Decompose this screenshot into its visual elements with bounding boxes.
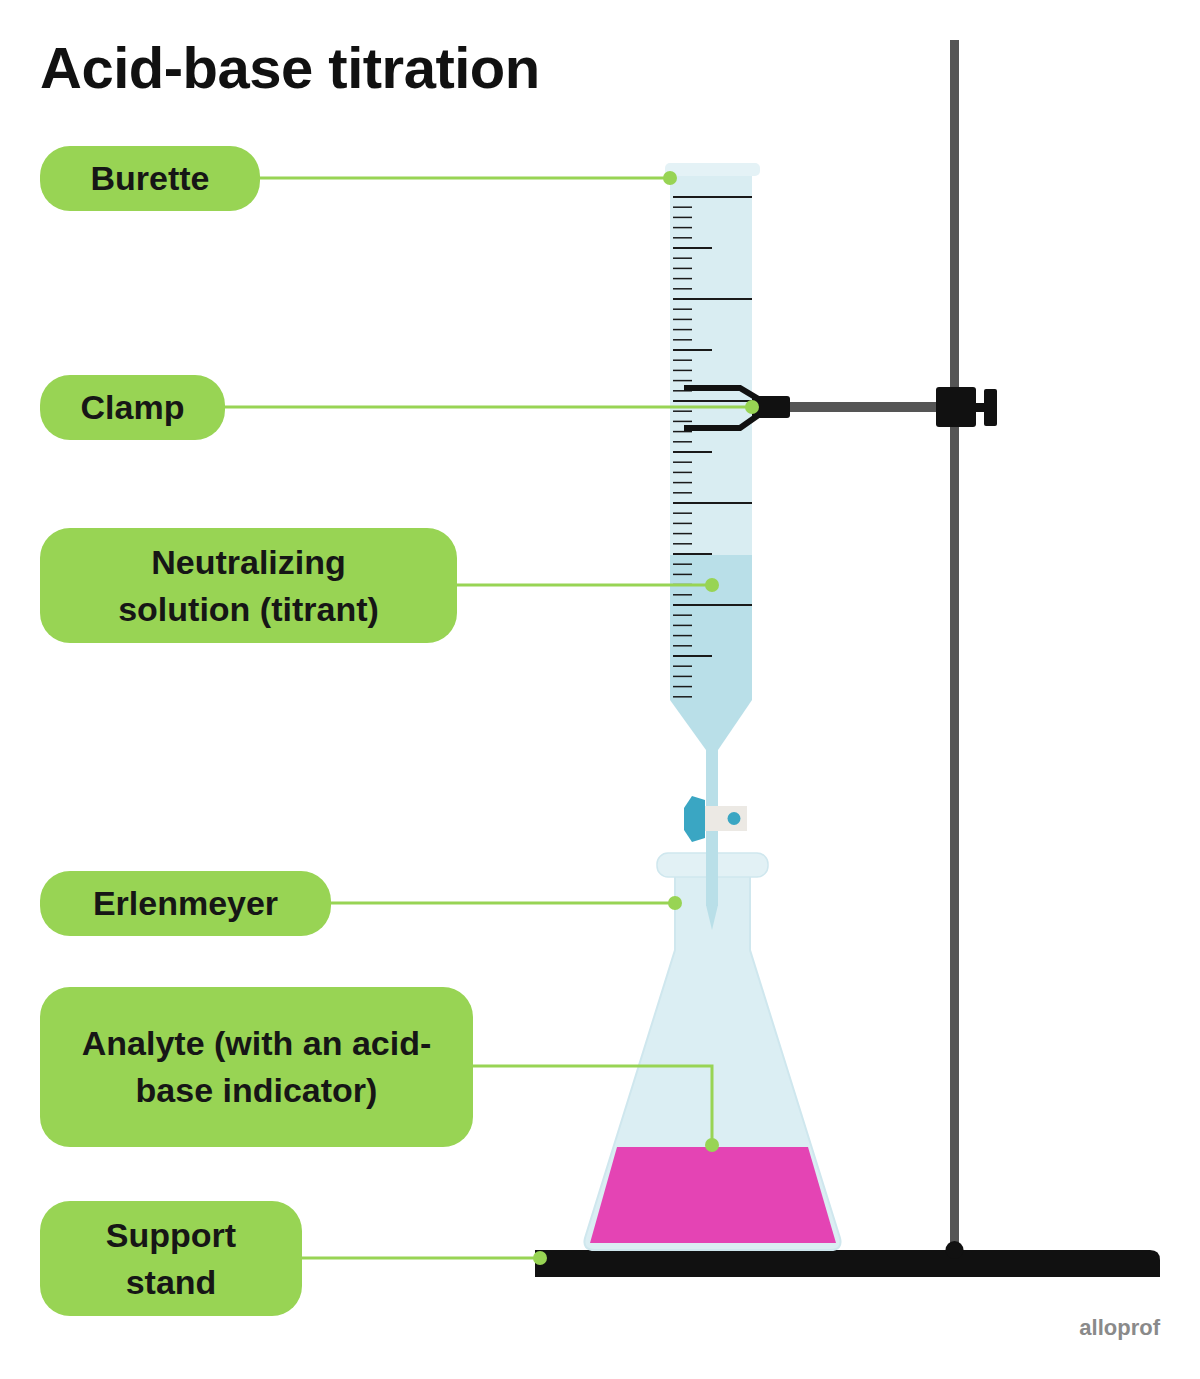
scale-tick: [673, 268, 692, 270]
scale-tick: [673, 492, 692, 494]
label-pill: Neutralizing solution (titrant): [40, 528, 457, 643]
label-pill: Analyte (with an acid-base indicator): [40, 987, 473, 1147]
boss-screw-stem: [976, 403, 985, 412]
scale-tick: [673, 655, 712, 657]
boss-screw: [984, 389, 997, 426]
leader-line: [320, 902, 675, 905]
label-text: Clamp: [81, 384, 185, 431]
scale-tick: [673, 431, 692, 433]
scale-tick: [673, 349, 712, 351]
watermark: alloprof: [1079, 1315, 1160, 1341]
scale-tick: [673, 421, 692, 423]
scale-tick: [673, 665, 692, 667]
scale-tick: [673, 482, 692, 484]
rod-foot: [946, 1241, 964, 1259]
scale-tick: [673, 206, 692, 208]
titrant-liquid: [670, 555, 752, 700]
stopcock-handle: [684, 796, 705, 842]
label-text: Analyte (with an acid-base indicator): [67, 1020, 447, 1114]
scale-tick: [673, 574, 692, 576]
scale-tick: [673, 635, 692, 637]
scale-tick: [673, 196, 752, 198]
scale-tick: [673, 523, 692, 525]
scale-tick: [673, 227, 692, 229]
scale-tick: [673, 339, 692, 341]
scale-tick: [673, 451, 712, 453]
stand-rod: [950, 40, 959, 1255]
burette-cone: [670, 700, 752, 750]
scale-tick: [673, 400, 752, 402]
scale-tick: [673, 676, 692, 678]
leader-dot: [745, 400, 759, 414]
scale-tick: [673, 329, 692, 331]
burette-scale: [673, 197, 752, 697]
scale-tick: [673, 502, 752, 504]
scale-tick: [673, 696, 692, 698]
label-pill: Support stand: [40, 1201, 302, 1316]
scale-tick: [673, 604, 752, 606]
scale-tick: [673, 543, 692, 545]
label-pill: Clamp: [40, 375, 225, 440]
scale-tick: [673, 614, 692, 616]
boss-head: [936, 387, 976, 427]
leader-dot: [533, 1251, 547, 1265]
label-text: Erlenmeyer: [93, 880, 278, 927]
scale-tick: [673, 370, 692, 372]
erlenmeyer-flask: [584, 875, 840, 1250]
leader-dot: [705, 578, 719, 592]
scale-tick: [673, 217, 692, 219]
stopcock-valve: [705, 806, 747, 831]
stopcock-pin: [728, 812, 741, 825]
analyte-liquid: [590, 1147, 836, 1243]
burette-tip: [706, 905, 718, 930]
scale-tick: [673, 553, 712, 555]
label-text: Burette: [90, 155, 209, 202]
diagram-title: Acid-base titration: [40, 34, 540, 101]
leader-line: [215, 406, 752, 409]
scale-tick: [673, 461, 692, 463]
scale-tick: [673, 359, 692, 361]
scale-tick: [673, 380, 692, 382]
leader-dot: [663, 171, 677, 185]
label-text: Support stand: [71, 1212, 271, 1306]
leader-line: [445, 584, 712, 587]
scale-tick: [673, 308, 692, 310]
scale-tick: [673, 319, 692, 321]
label-text: Neutralizing solution (titrant): [99, 539, 399, 633]
leader-dot: [705, 1138, 719, 1152]
burette-lip: [665, 163, 760, 176]
leader-dots: [533, 171, 759, 1265]
scale-tick: [673, 278, 692, 280]
scale-tick: [673, 247, 712, 249]
scale-tick: [673, 298, 752, 300]
burette-body: [670, 175, 752, 700]
scale-tick: [673, 410, 692, 412]
scale-tick: [673, 288, 692, 290]
scale-tick: [673, 533, 692, 535]
scale-tick: [673, 625, 692, 627]
scale-tick: [673, 512, 692, 514]
scale-tick: [673, 257, 692, 259]
leader-line: [460, 1066, 712, 1145]
scale-tick: [673, 472, 692, 474]
scale-tick: [673, 441, 692, 443]
scale-tick: [673, 594, 692, 596]
label-pill: Erlenmeyer: [40, 871, 331, 936]
label-pill: Burette: [40, 146, 260, 211]
scale-tick: [673, 563, 692, 565]
leader-line: [250, 177, 670, 180]
stand-base: [535, 1250, 1160, 1277]
scale-tick: [673, 686, 692, 688]
leader-dot: [668, 896, 682, 910]
scale-tick: [673, 645, 692, 647]
scale-tick: [673, 237, 692, 239]
leader-line: [290, 1257, 540, 1260]
